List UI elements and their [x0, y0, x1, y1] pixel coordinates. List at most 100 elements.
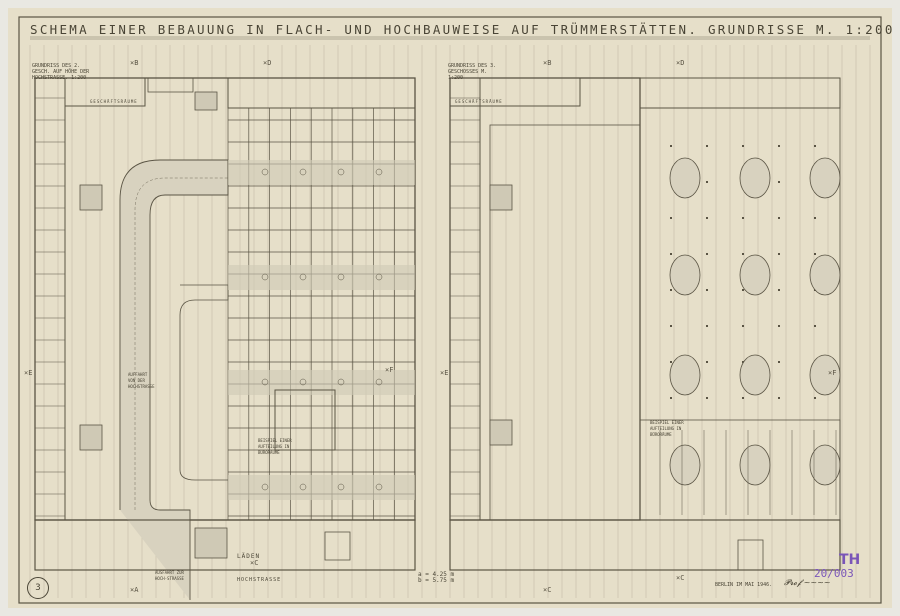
stair — [737, 539, 764, 571]
office-example-label-left: BEISPIEL EINER AUFTEILUNG IN BÜRORÄUME — [258, 438, 292, 455]
column — [670, 397, 672, 399]
column — [375, 273, 383, 281]
section-mark-d: ×D — [676, 59, 684, 67]
ramp-centerline — [134, 177, 228, 510]
column — [778, 325, 780, 327]
column — [261, 483, 269, 491]
office-example-label: BEISPIEL EINER AUFTEILUNG IN BÜRORÄUME — [650, 420, 684, 437]
column — [670, 289, 672, 291]
right-top-wing2 — [449, 77, 581, 107]
section-mark-b: ×B — [130, 59, 138, 67]
column — [670, 217, 672, 219]
top-wing-right — [227, 77, 416, 109]
stamp-line2: 20/003 — [814, 567, 854, 580]
column — [706, 361, 708, 363]
left-plan-caption: GRUNDRISS DES 2. GESCH. AUF HÖHE DER HOC… — [32, 63, 90, 81]
column — [337, 378, 345, 386]
light-well — [809, 157, 841, 199]
column — [261, 378, 269, 386]
drawing-title: SCHEMA EINER BEBAUUNG IN FLACH- UND HOCH… — [30, 22, 895, 37]
column — [814, 145, 816, 147]
stair — [324, 531, 351, 561]
light-well — [809, 354, 841, 396]
section-mark-c: ×C — [250, 559, 258, 567]
top-wing — [64, 77, 146, 107]
column — [778, 253, 780, 255]
column — [778, 361, 780, 363]
column — [814, 217, 816, 219]
traffic-lane — [228, 370, 415, 395]
traffic-lane — [228, 160, 415, 185]
column — [706, 397, 708, 399]
stair — [194, 91, 218, 111]
column — [261, 168, 269, 176]
column — [778, 397, 780, 399]
column — [375, 168, 383, 176]
section-mark-a: ×A — [130, 586, 139, 594]
business-rooms-label-right: GESCHÄFTSRÄUME — [455, 99, 503, 104]
left-plan-outline — [34, 77, 416, 521]
light-well — [739, 254, 771, 296]
column — [299, 168, 307, 176]
column — [742, 217, 744, 219]
light-well — [669, 157, 701, 199]
right-top-wing — [639, 77, 841, 109]
right-plan-left-block — [449, 77, 641, 521]
column — [670, 145, 672, 147]
section-mark-e: ×E — [440, 369, 448, 377]
column — [778, 289, 780, 291]
column — [742, 145, 744, 147]
column — [337, 273, 345, 281]
courtyard — [489, 124, 641, 521]
light-well — [669, 444, 701, 486]
column — [706, 145, 708, 147]
column — [814, 325, 816, 327]
shops-label: LÄDEN — [237, 553, 261, 560]
stair — [194, 527, 228, 559]
ramp-down-label: AUSFAHRT ZUR HOCH-STRASSE — [155, 570, 184, 581]
column — [778, 145, 780, 147]
right-shops-row — [449, 519, 841, 571]
stamp-line1: TH — [839, 552, 861, 568]
column — [299, 378, 307, 386]
column — [778, 217, 780, 219]
section-mark-c: ×C — [676, 574, 684, 582]
section-mark-d: ×D — [263, 59, 271, 67]
column — [742, 253, 744, 255]
traffic-lane — [228, 475, 415, 500]
light-well — [739, 444, 771, 486]
place-date: BERLIN IM MAI 1946. — [715, 582, 773, 588]
light-well — [739, 157, 771, 199]
section-mark-f: ×F — [385, 366, 393, 374]
sheet-number: 3 — [27, 577, 49, 599]
column — [706, 181, 708, 183]
column — [261, 273, 269, 281]
column — [742, 397, 744, 399]
column — [706, 325, 708, 327]
column — [814, 397, 816, 399]
column — [299, 273, 307, 281]
column — [670, 253, 672, 255]
column — [742, 325, 744, 327]
dimensions-note: a = 4.25 m b = 5.75 m — [418, 571, 455, 584]
stair — [489, 184, 513, 211]
shops-row — [34, 519, 416, 571]
ramp-branch — [179, 284, 229, 481]
section-mark-e: ×E — [24, 369, 32, 377]
column — [337, 483, 345, 491]
column — [742, 361, 744, 363]
stair — [79, 184, 103, 211]
stair — [489, 419, 513, 446]
light-well — [739, 354, 771, 396]
traffic-lane — [228, 265, 415, 290]
column — [706, 253, 708, 255]
column — [670, 361, 672, 363]
section-mark-f: ×F — [828, 369, 836, 377]
column — [375, 483, 383, 491]
ramp-road — [119, 159, 229, 600]
business-rooms-label: GESCHÄFTSRÄUME — [90, 99, 138, 104]
stair — [79, 424, 103, 451]
light-well — [809, 254, 841, 296]
